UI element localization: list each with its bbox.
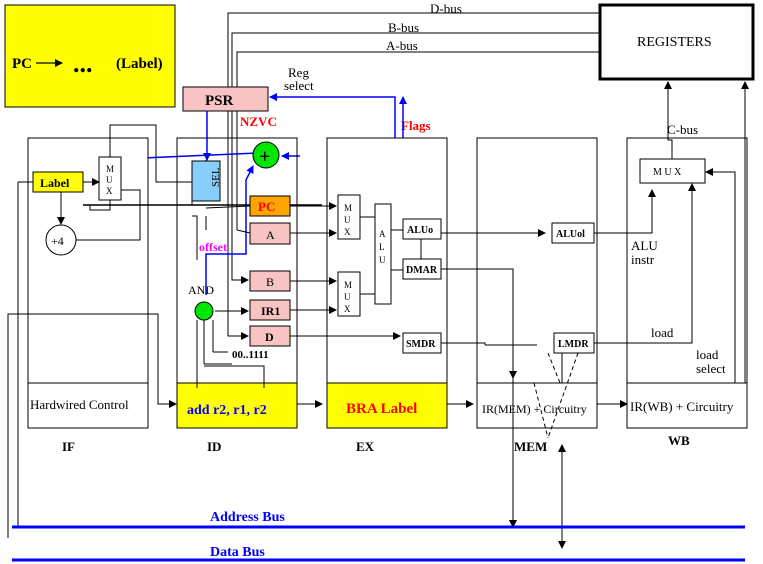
if-stage-name: IF: [62, 439, 75, 454]
ex-mux-top-x: X: [344, 227, 351, 237]
alu-letter-u: U: [379, 255, 386, 265]
if-mux-letter-u: U: [106, 175, 113, 185]
id-wires: [191, 160, 401, 408]
top-buses: [227, 12, 600, 340]
flags-label: Flags: [401, 118, 431, 133]
wb-wires: [664, 81, 749, 383]
legend-pc: PC: [12, 56, 32, 72]
branch-adder-circle: [252, 141, 280, 169]
data-bus-label: Data Bus: [210, 545, 265, 560]
lmdr-label: LMDR: [558, 339, 589, 350]
ex-mux-top-u: U: [344, 215, 351, 225]
reg-select-line1: Reg: [288, 65, 309, 80]
mem-wires: [485, 183, 696, 549]
load-label: load: [651, 325, 674, 340]
ex-mux-bottom-u: U: [344, 292, 351, 302]
if-plus4-text: +4: [51, 234, 64, 248]
and-gate-circle: [194, 301, 214, 321]
address-bus-label: Address Bus: [210, 510, 285, 525]
registers-box: [598, 3, 755, 81]
reg-a-label: A: [266, 228, 275, 242]
reg-b-label: B: [266, 275, 274, 289]
alu-letter-a: A: [379, 229, 386, 239]
dmar-label: DMAR: [406, 265, 438, 276]
id-stage-name: ID: [207, 439, 221, 454]
registers-label: REGISTERS: [637, 35, 712, 50]
id-instruction-box: [176, 382, 298, 429]
reg-d-label: D: [265, 330, 274, 344]
psr-label: PSR: [205, 93, 234, 109]
ex-instruction-text: BRA Label: [346, 401, 417, 417]
reg-select-line2: select: [284, 78, 314, 93]
branch-adder-plus: +: [259, 146, 270, 168]
alu-instr-line1: ALU: [631, 238, 658, 253]
id-pc-label: PC: [258, 199, 275, 214]
nzvc-label: NZVC: [240, 114, 277, 129]
legend-dots: ...: [73, 49, 93, 78]
alu-instr-line2: instr: [631, 252, 655, 267]
wb-control-text: IR(WB) + Circuitry: [630, 399, 734, 414]
a-bus-label: A-bus: [386, 38, 418, 53]
mem-control-text: IR(MEM) + Circuitry: [482, 402, 587, 416]
if-mux-letter-x: X: [106, 186, 113, 196]
ex-wires: [360, 216, 546, 408]
d-bus-label: D-bus: [430, 1, 462, 16]
and-label: AND: [188, 283, 214, 297]
ex-mux-top-m: M: [344, 203, 352, 213]
offset-label: offset: [199, 240, 227, 254]
smdr-label: SMDR: [406, 339, 436, 350]
if-control-text: Hardwired Control: [30, 397, 129, 412]
if-label-text: Label: [40, 176, 70, 190]
mem-stage-name: MEM: [514, 439, 547, 454]
ex-instruction-box: [326, 382, 448, 429]
psr-box: [182, 86, 269, 112]
sel-box: [191, 160, 221, 202]
load-select-line2: select: [696, 361, 726, 376]
wb-mux-label: M U X: [653, 167, 682, 178]
alu-box: [374, 203, 392, 305]
alu-letter-l: L: [379, 242, 385, 252]
load-select-line1: load: [696, 347, 719, 362]
b-bus-label: B-bus: [388, 20, 419, 35]
ex-stage-name: EX: [356, 439, 375, 454]
pc-label-legend: PC ... (Label): [4, 4, 176, 108]
c-bus-label: C-bus: [667, 122, 698, 137]
aluo-box: [402, 218, 442, 240]
legend-label: (Label): [116, 56, 163, 72]
sel-label: SEL: [210, 167, 222, 187]
ir1-label: IR1: [261, 304, 280, 318]
aluol-label: ALUol: [556, 229, 585, 240]
ex-mux-bottom-x: X: [344, 304, 351, 314]
const-label: 00..1111: [232, 349, 269, 361]
if-mux-letter-m: M: [106, 164, 114, 174]
id-instruction-text: add r2, r1, r2: [187, 403, 267, 418]
stage-boxes: [27, 137, 748, 429]
wb-stage-name: WB: [668, 433, 690, 448]
aluo-label: ALUo: [407, 225, 433, 236]
ex-mux-bottom-m: M: [344, 280, 352, 290]
